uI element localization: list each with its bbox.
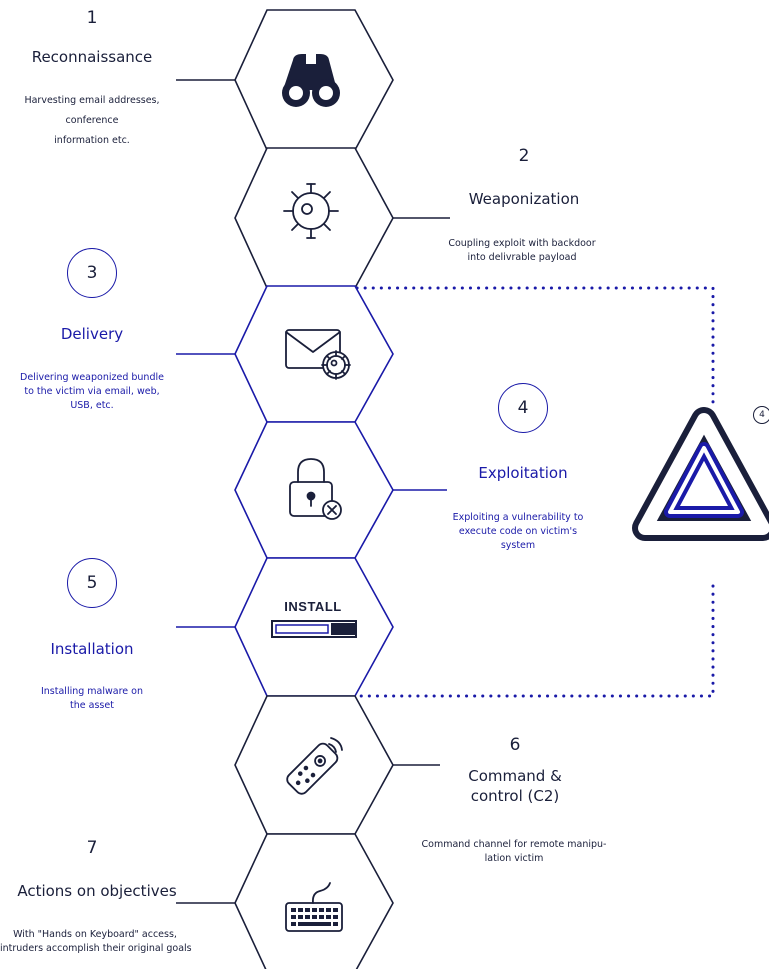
stage-4-number-circle: 4 bbox=[498, 383, 548, 433]
connector-lines bbox=[176, 79, 450, 904]
locked-padlock-icon bbox=[289, 458, 342, 520]
dotted-bracket bbox=[355, 286, 715, 698]
stage-2-title: Weaponization bbox=[468, 190, 580, 208]
stage-2-number: 2 bbox=[518, 146, 530, 166]
install-progress-icon: INSTALL bbox=[271, 599, 357, 638]
hexagon-command-control bbox=[234, 695, 394, 835]
hexagon-delivery bbox=[234, 285, 394, 423]
logo-stage-badge: 4 bbox=[753, 406, 769, 424]
stage-5-title: Installation bbox=[50, 640, 134, 658]
stage-5-description: Installing malware on the asset bbox=[40, 686, 143, 711]
stage-7-title: Actions on objectives bbox=[17, 882, 177, 900]
stage-4-title: Exploitation bbox=[478, 464, 568, 482]
stage-3-number-circle: 3 bbox=[67, 248, 117, 298]
stage-7-number: 7 bbox=[86, 838, 98, 858]
stage-4-description: Exploiting a vulnerability to execute co… bbox=[452, 512, 584, 551]
keyboard-icon bbox=[285, 882, 343, 932]
stage-1-description: Harvesting email addresses, conference i… bbox=[24, 95, 160, 146]
install-label: INSTALL bbox=[284, 599, 341, 614]
hexagon-chain bbox=[234, 9, 394, 969]
stage-6-description: Command channel for remote manipu- latio… bbox=[421, 839, 607, 864]
stage-1-number: 1 bbox=[86, 8, 98, 28]
stage-1-title: Reconnaissance bbox=[31, 48, 153, 66]
rounded-triangle-logo bbox=[632, 407, 769, 541]
hexagon-actions-on-objectives bbox=[234, 833, 394, 969]
stage-2-description: Coupling exploit with backdoor into deli… bbox=[448, 238, 596, 263]
stage-6-number: 6 bbox=[509, 735, 521, 755]
infected-email-icon bbox=[285, 329, 351, 380]
virus-icon bbox=[283, 183, 339, 239]
hexagon-exploitation bbox=[234, 421, 394, 559]
hexagon-weaponization bbox=[234, 147, 394, 289]
remote-control-icon bbox=[286, 737, 343, 795]
stage-6-title: Command & control (C2) bbox=[468, 767, 562, 805]
stage-3-description: Delivering weaponized bundle to the vict… bbox=[20, 372, 164, 411]
stage-7-description: With "Hands on Keyboard" access, intrude… bbox=[0, 929, 192, 954]
stage-5-number-circle: 5 bbox=[67, 558, 117, 608]
stage-3-title: Delivery bbox=[60, 325, 124, 343]
binoculars-icon bbox=[282, 54, 340, 107]
